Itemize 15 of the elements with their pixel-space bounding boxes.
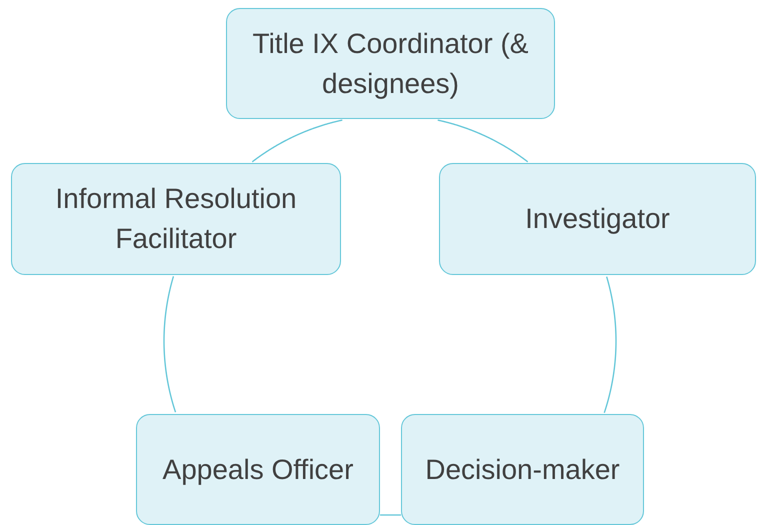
connector-line	[252, 119, 342, 162]
role-box	[136, 414, 380, 525]
role-label: Appeals Officer	[162, 452, 354, 487]
connector-line	[380, 514, 401, 516]
role-box	[439, 163, 756, 275]
role-label: Title IX Coordinator (& designees)	[252, 26, 530, 101]
role-box	[11, 163, 341, 275]
role-label: Informal Resolution Facilitator	[54, 182, 298, 256]
role-label: Decision-maker	[425, 452, 620, 486]
role-label: Investigator	[525, 202, 670, 236]
connector-line	[163, 276, 176, 412]
role-box	[401, 414, 644, 525]
connector-line	[438, 119, 528, 162]
role-box	[226, 8, 555, 119]
connector-line	[604, 276, 617, 413]
